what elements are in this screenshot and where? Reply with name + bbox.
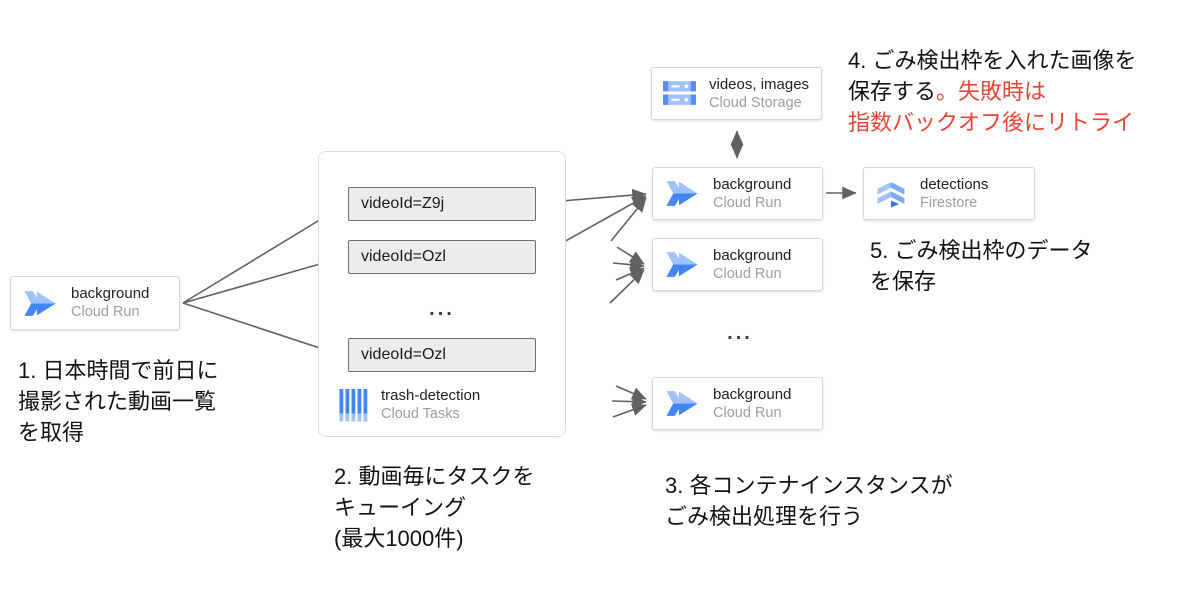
node-subtitle: Cloud Tasks bbox=[381, 406, 460, 422]
task-label: videoId=Ozl bbox=[361, 248, 446, 265]
cloud-run-icon bbox=[21, 289, 59, 318]
node-firestore: detections Firestore bbox=[863, 167, 1035, 220]
arrow-stub1-to-runC bbox=[615, 385, 647, 400]
task-item: videoId=Z9j bbox=[348, 187, 536, 221]
firestore-icon bbox=[874, 179, 908, 209]
arrow-stub2-to-runC bbox=[611, 395, 647, 408]
workers-ellipsis: ... bbox=[727, 322, 753, 344]
node-cloud-run-worker-1: background Cloud Run bbox=[652, 167, 823, 220]
annotation-line: ごみ検出処理を行う bbox=[665, 504, 864, 529]
node-subtitle: Firestore bbox=[920, 194, 978, 211]
annotation-text-red: 。失敗時は bbox=[936, 79, 1047, 104]
node-subtitle: Cloud Run bbox=[71, 304, 140, 320]
annotation-line: 指数バックオフ後にリトライ bbox=[848, 107, 1136, 138]
arrow-stub3-to-runC bbox=[612, 403, 647, 418]
annotation-step3: 3. 各コンテナインスタンスが ごみ検出処理を行う bbox=[665, 470, 953, 532]
arrow-stub3-to-runB bbox=[615, 267, 645, 281]
annotation-line: 4. ごみ検出枠を入れた画像を bbox=[848, 45, 1136, 76]
task-label: videoId=Ozl bbox=[361, 346, 446, 363]
node-subtitle: Cloud Storage bbox=[709, 94, 802, 111]
annotation-line: を取得 bbox=[18, 420, 85, 445]
cloud-run-icon bbox=[663, 389, 701, 418]
arrow-stub-to-runA bbox=[610, 197, 647, 242]
annotation-step5: 5. ごみ検出枠のデータ を保存 bbox=[870, 235, 1092, 297]
node-cloud-run-scheduler: background Cloud Run bbox=[10, 276, 180, 330]
arrow-stub4-to-runB bbox=[609, 269, 645, 304]
annotation-step2: 2. 動画毎にタスクを キューイング (最大1000件) bbox=[334, 461, 534, 554]
annotation-line: 1. 日本時間で前日に bbox=[18, 358, 219, 383]
annotation-text-red: 指数バックオフ後にリトライ bbox=[848, 110, 1135, 135]
annotation-line: 2. 動画毎にタスクを bbox=[334, 464, 535, 489]
node-subtitle: Cloud Run bbox=[713, 265, 782, 282]
annotation-line: (最大1000件) bbox=[334, 526, 464, 551]
node-cloud-run-worker-2: background Cloud Run bbox=[652, 238, 823, 291]
node-title: videos, images bbox=[709, 75, 810, 93]
node-title: background bbox=[713, 175, 792, 193]
node-title: background bbox=[713, 385, 792, 403]
tasks-ellipsis: ... bbox=[429, 298, 455, 320]
annotation-line: 保存する。失敗時は bbox=[848, 76, 1136, 107]
annotation-line: 3. 各コンテナインスタンスが bbox=[665, 473, 953, 498]
node-cloud-tasks: trash-detection Cloud Tasks bbox=[339, 385, 549, 425]
task-label: videoId=Z9j bbox=[361, 195, 445, 212]
node-title: trash-detection bbox=[381, 387, 481, 404]
annotation-step1: 1. 日本時間で前日に 撮影された動画一覧 を取得 bbox=[18, 355, 218, 448]
node-cloud-storage: videos, images Cloud Storage bbox=[651, 67, 822, 120]
cloud-storage-icon bbox=[662, 80, 697, 107]
cloud-run-icon bbox=[663, 179, 701, 208]
task-item: videoId=Ozl bbox=[348, 240, 536, 274]
cloud-run-icon bbox=[663, 250, 701, 279]
node-title: detections bbox=[920, 175, 989, 193]
cloud-tasks-icon bbox=[339, 388, 368, 423]
annotation-line: キューイング bbox=[334, 495, 467, 520]
annotation-line: を保存 bbox=[870, 269, 937, 294]
annotation-text: 保存する bbox=[848, 79, 937, 104]
annotation-line: 撮影された動画一覧 bbox=[18, 389, 217, 414]
arrow-stub1-to-runB bbox=[616, 246, 645, 265]
node-subtitle: Cloud Run bbox=[713, 194, 782, 211]
annotation-line: 5. ごみ検出枠のデータ bbox=[870, 238, 1093, 263]
node-title: background bbox=[71, 285, 150, 302]
annotation-text: 4. ごみ検出枠を入れた画像を bbox=[848, 48, 1137, 73]
node-cloud-run-worker-3: background Cloud Run bbox=[652, 377, 823, 430]
task-item: videoId=Ozl bbox=[348, 338, 536, 372]
node-subtitle: Cloud Run bbox=[713, 404, 782, 421]
node-title: background bbox=[713, 246, 792, 264]
annotation-step4: 4. ごみ検出枠を入れた画像を 保存する。失敗時は 指数バックオフ後にリトライ bbox=[848, 45, 1136, 138]
arrow-stub2-to-runB bbox=[612, 258, 645, 272]
